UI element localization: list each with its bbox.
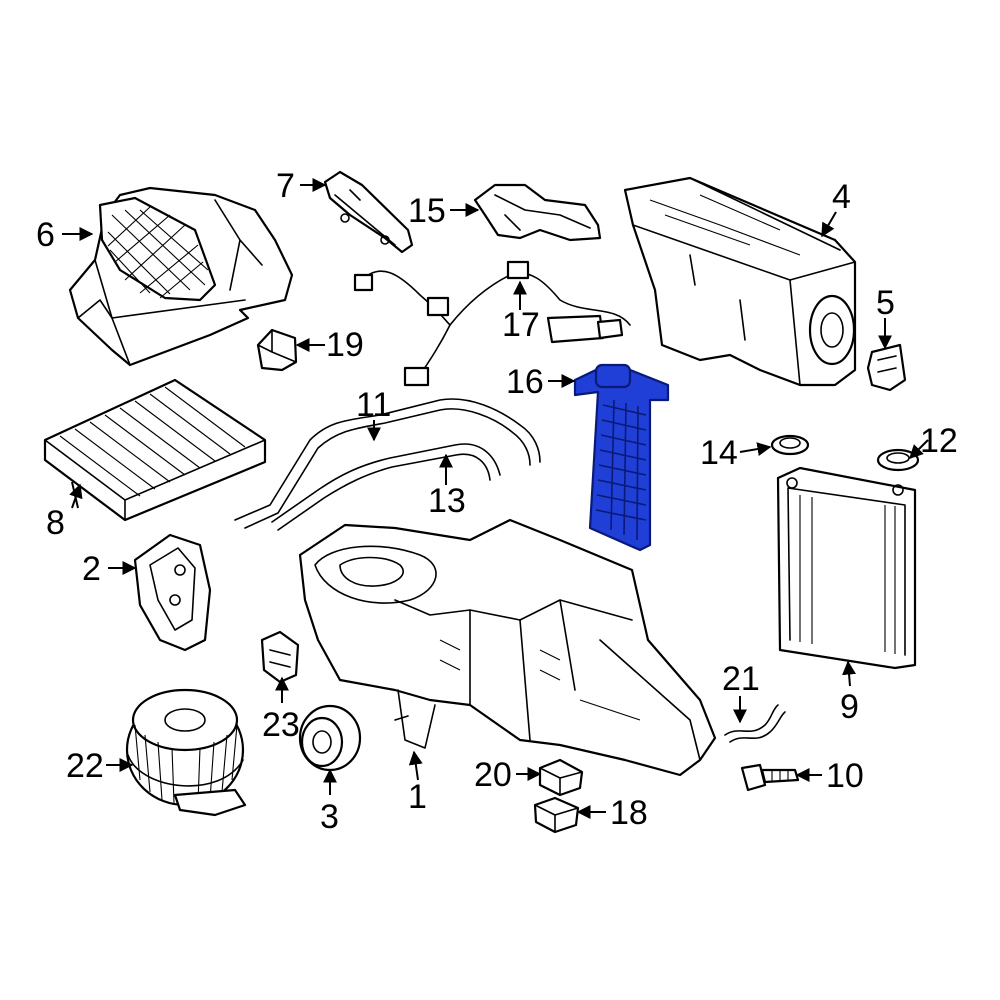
seal-left-part[interactable] — [770, 434, 810, 456]
callout-21[interactable]: 21 — [722, 660, 760, 698]
blower-motor-part[interactable] — [125, 688, 247, 817]
leader-9 — [842, 660, 857, 687]
duct-part[interactable] — [473, 183, 602, 242]
callout-17[interactable]: 17 — [502, 306, 540, 344]
leader-14 — [739, 442, 772, 456]
heater-core-part[interactable] — [776, 466, 917, 670]
sensor-part[interactable] — [533, 796, 580, 834]
callout-12[interactable]: 12 — [920, 422, 958, 460]
tube-upper-part[interactable] — [234, 398, 541, 529]
callout-16[interactable]: 16 — [506, 363, 544, 401]
leader-12 — [909, 439, 929, 459]
screw-part[interactable] — [740, 763, 800, 792]
housing-part[interactable] — [298, 518, 717, 777]
seal-right-part[interactable] — [876, 448, 920, 472]
highlighted-core-part[interactable] — [573, 363, 670, 552]
seal-plate-part[interactable] — [133, 533, 212, 652]
callout-5[interactable]: 5 — [876, 284, 895, 322]
leader-1 — [408, 750, 423, 781]
callout-6[interactable]: 6 — [36, 216, 55, 254]
actuator-part[interactable] — [866, 343, 907, 392]
clip-part[interactable] — [256, 328, 298, 372]
callout-19[interactable]: 19 — [326, 326, 364, 364]
mount-clip-part[interactable] — [260, 630, 300, 684]
callout-22[interactable]: 22 — [66, 747, 104, 785]
callout-2[interactable]: 2 — [82, 550, 101, 588]
leader-8 — [69, 483, 83, 509]
callout-9[interactable]: 9 — [840, 688, 859, 726]
callout-13[interactable]: 13 — [428, 482, 466, 520]
callout-11[interactable]: 11 — [356, 386, 391, 424]
callout-1[interactable]: 1 — [408, 778, 427, 816]
callout-3[interactable]: 3 — [320, 798, 339, 836]
callout-18[interactable]: 18 — [610, 794, 648, 832]
bracket-part[interactable] — [323, 170, 414, 254]
tube-lower-part[interactable] — [271, 443, 501, 531]
leader-4 — [821, 211, 837, 238]
blower-housing-part[interactable] — [68, 186, 294, 367]
callout-8[interactable]: 8 — [46, 504, 65, 542]
callout-23[interactable]: 23 — [262, 706, 300, 744]
motor-mount-part[interactable] — [298, 704, 362, 772]
callout-labels: 6 7 15 4 5 19 17 16 11 8 13 14 12 9 2 23… — [36, 167, 958, 836]
wire-harness-part[interactable] — [353, 260, 631, 387]
drain-hose-part[interactable] — [724, 704, 786, 743]
resistor-part[interactable] — [538, 758, 584, 797]
cabin-filter-part[interactable] — [43, 378, 267, 522]
callout-14[interactable]: 14 — [700, 434, 738, 472]
callout-10[interactable]: 10 — [826, 757, 864, 795]
leader-lines — [62, 178, 929, 819]
callout-15[interactable]: 15 — [408, 192, 446, 230]
upper-case-part[interactable] — [623, 176, 857, 387]
callout-4[interactable]: 4 — [832, 178, 851, 216]
callout-20[interactable]: 20 — [474, 756, 512, 794]
callout-7[interactable]: 7 — [276, 167, 295, 205]
